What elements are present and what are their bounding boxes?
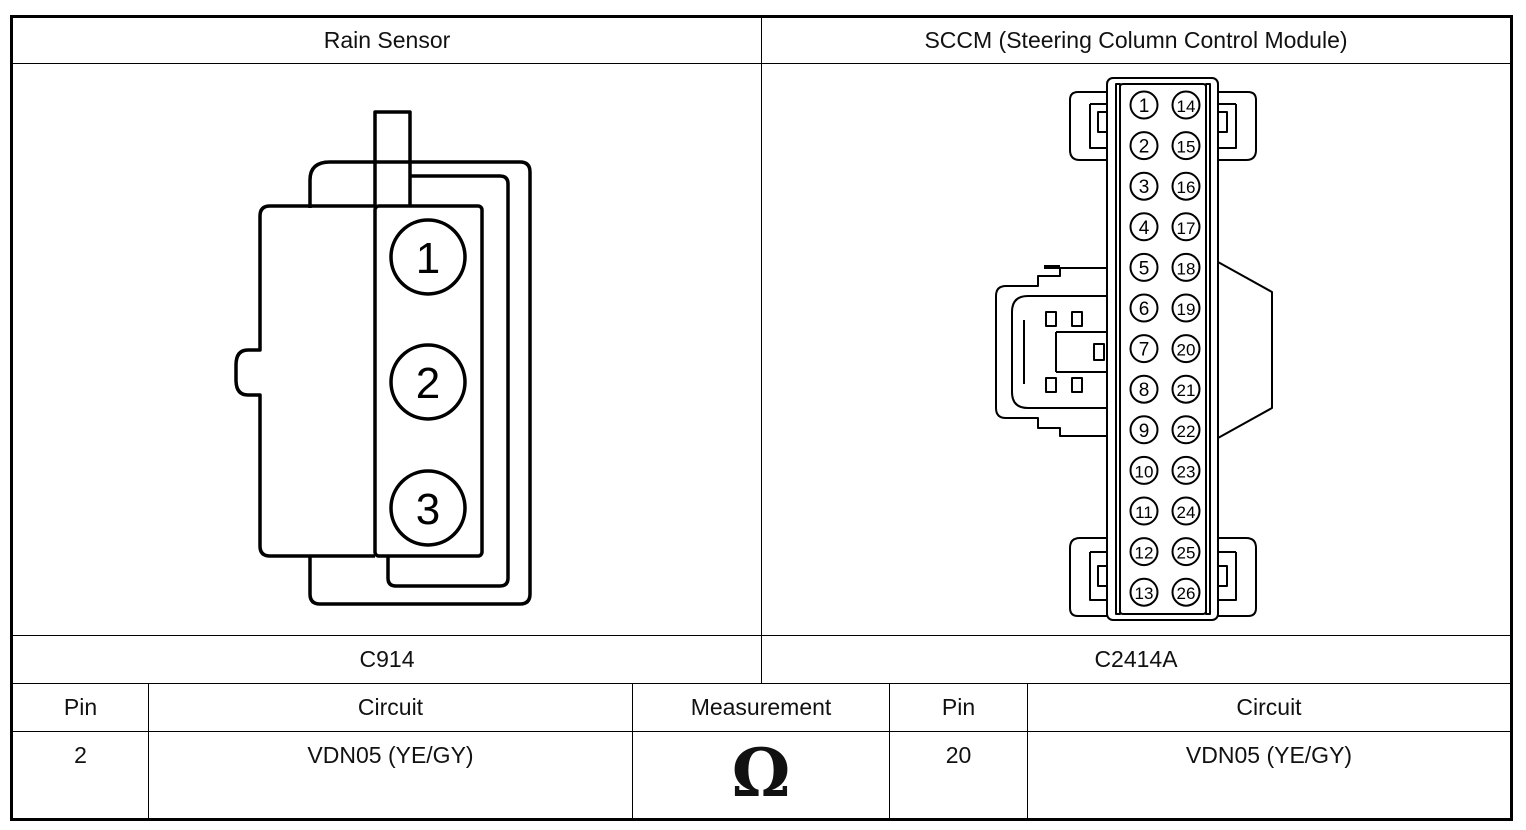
c2414a-pin-19-label: 19: [1177, 300, 1196, 319]
c2414a-pin-11: [1129, 496, 1159, 526]
c2414a-pin-2-label: 2: [1139, 137, 1150, 158]
header-measurement: Measurement: [690, 694, 832, 720]
c2414a-pin-12: [1129, 537, 1159, 567]
outer-border-right: [1510, 15, 1513, 821]
c2414a-top-left-ear: [1069, 91, 1107, 161]
c2414a-pin-26: [1171, 577, 1201, 607]
header-circuit-a: Circuit: [357, 694, 424, 720]
c2414a-pin-9-label: 9: [1139, 421, 1150, 442]
c2414a-pin-8-label: 8: [1139, 380, 1150, 401]
table-col-divider-4: [1027, 683, 1028, 819]
c2414a-pin-23-label: 23: [1177, 462, 1196, 481]
table-col-divider-3: [889, 683, 890, 819]
c2414a-latch: [995, 267, 1107, 437]
outer-border-left: [10, 15, 13, 821]
outer-border-bottom: [10, 818, 1513, 821]
c2414a-pin-5: [1129, 252, 1159, 282]
table-col-divider-2: [632, 683, 633, 819]
c2414a-pin-17: [1171, 212, 1201, 242]
c2414a-pin-21-label: 21: [1177, 381, 1196, 400]
c2414a-pin-2: [1129, 131, 1159, 161]
c2414a-pin-22-label: 22: [1177, 422, 1196, 441]
header-pin-b: Pin: [941, 694, 976, 720]
c914-pin-carrier: [373, 204, 484, 558]
c2414a-pin-20: [1171, 334, 1201, 364]
c2414a-pin-14: [1171, 90, 1201, 120]
c2414a-pin-array: 1234567891011121314151617181920212223242…: [1129, 90, 1201, 607]
c2414a-pin-14-label: 14: [1177, 97, 1196, 116]
c2414a-pin-23: [1171, 455, 1201, 485]
c2414a-pin-8: [1129, 374, 1159, 404]
c2414a-pin-18: [1171, 252, 1201, 282]
c2414a-pin-3-label: 3: [1139, 177, 1150, 198]
c914-housing: [234, 204, 375, 558]
c914-latch: [373, 110, 412, 206]
c2414a-bottom-right-ear: [1218, 537, 1257, 617]
c2414a-pin-25: [1171, 537, 1201, 567]
c2414a-pin-1: [1129, 90, 1159, 120]
c2414a-pin-24-label: 24: [1177, 503, 1196, 522]
c2414a-pin-1-label: 1: [1139, 96, 1150, 117]
c2414a-pin-11-label: 11: [1135, 503, 1153, 522]
c2414a-pin-15-label: 15: [1177, 138, 1196, 157]
c2414a-pin-18-label: 18: [1177, 259, 1196, 278]
c2414a-pin-13-label: 13: [1135, 584, 1154, 603]
table-header-divider: [10, 731, 1513, 732]
c2414a-pin-15: [1171, 131, 1201, 161]
ohm-symbol: Ω: [731, 734, 791, 812]
c2414a-pin-7-label: 7: [1139, 340, 1150, 361]
c914-inner-shell: [386, 174, 510, 588]
c914-pin-1: [389, 218, 467, 296]
rain-sensor-title: Rain Sensor: [323, 27, 451, 53]
c2414a-pin-26-label: 26: [1177, 584, 1196, 603]
c2414a-pin-21: [1171, 374, 1201, 404]
c914-back-shell: [308, 160, 532, 606]
sccm-title: SCCM (Steering Column Control Module): [924, 27, 1348, 53]
c2414a-connector-id: C2414A: [1094, 646, 1178, 672]
row-circuit-a: VDN05 (YE/GY): [307, 742, 474, 768]
c2414a-pin-20-label: 20: [1177, 341, 1196, 360]
c914-back-shell-top: [308, 160, 331, 208]
c2414a-pin-6-label: 6: [1139, 299, 1150, 320]
c914-pin-2: [389, 343, 467, 421]
c914-pin-3-label: 3: [416, 485, 440, 534]
c2414a-pin-19: [1171, 293, 1201, 323]
c2414a-bottom-left-ear: [1069, 537, 1107, 617]
row-pin-a: 2: [74, 742, 87, 768]
c2414a-housing: [1106, 77, 1219, 621]
c2414a-pin-10-label: 10: [1135, 462, 1154, 481]
c2414a-pin-12-label: 12: [1135, 544, 1154, 563]
c914-pin-1-label: 1: [416, 234, 440, 283]
c2414a-pin-16: [1171, 171, 1201, 201]
c2414a-pin-24: [1171, 496, 1201, 526]
c2414a-pin-4-label: 4: [1139, 218, 1150, 239]
c2414a-pin-7: [1129, 334, 1159, 364]
c2414a-pin-9: [1129, 415, 1159, 445]
c914-connector-id: C914: [359, 646, 415, 672]
header-circuit-b: Circuit: [1236, 694, 1302, 720]
row-circuit-b: VDN05 (YE/GY): [1185, 742, 1353, 768]
c914-pin-2-label: 2: [416, 359, 440, 408]
c2414a-pin-6: [1129, 293, 1159, 323]
c2414a-pin-16-label: 16: [1177, 178, 1196, 197]
c2414a-right-wedge: [1217, 261, 1273, 439]
header-pin-a: Pin: [63, 694, 98, 720]
table-col-divider-1: [148, 683, 149, 819]
c2414a-top-right-ear: [1218, 91, 1257, 161]
c2414a-pin-10: [1129, 455, 1159, 485]
c2414a-pin-17-label: 17: [1177, 219, 1196, 238]
c2414a-pin-4: [1129, 212, 1159, 242]
c2414a-pin-25-label: 25: [1177, 544, 1196, 563]
row-pin-b: 20: [945, 742, 972, 768]
c914-pin-3: [389, 469, 467, 547]
upper-center-divider: [761, 15, 762, 684]
c2414a-pin-13: [1129, 577, 1159, 607]
c2414a-pin-22: [1171, 415, 1201, 445]
c2414a-pin-3: [1129, 171, 1159, 201]
c2414a-pin-5-label: 5: [1139, 258, 1150, 279]
